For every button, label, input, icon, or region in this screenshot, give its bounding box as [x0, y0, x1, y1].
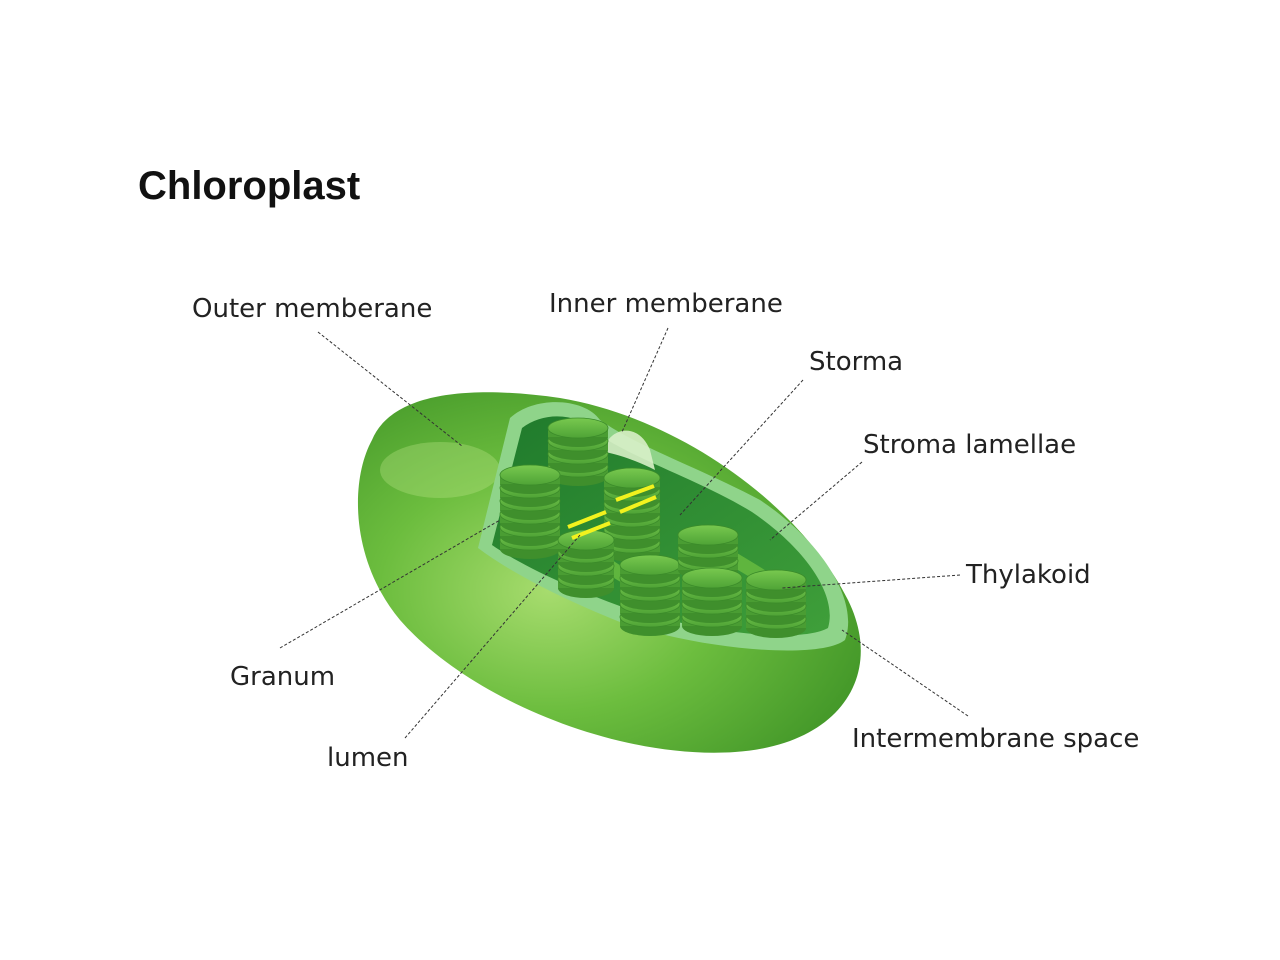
lumen-marker-2 — [571, 521, 611, 540]
lumen-marker-3 — [615, 484, 655, 502]
thylakoid-disk — [603, 467, 661, 489]
granum-stack — [677, 524, 739, 580]
label-intermembrane-space: Intermembrane space — [852, 724, 1139, 754]
leader-stroma — [679, 379, 804, 516]
inner-membrane-bubble — [605, 430, 655, 470]
granum-stack — [619, 554, 681, 636]
thylakoid-disk — [745, 569, 807, 591]
granum-stack — [547, 417, 609, 486]
granum-stack — [499, 464, 561, 559]
leader-intermembrane-space — [841, 629, 969, 717]
leader-stroma-lamellae — [769, 461, 863, 541]
label-granum: Granum — [230, 662, 335, 692]
label-inner-membrane: Inner memberane — [549, 289, 783, 319]
leader-lines — [279, 327, 969, 739]
thylakoid-disk — [499, 464, 561, 486]
diagram-title: Chloroplast — [138, 164, 360, 208]
granum-stack — [681, 567, 743, 636]
body-highlight — [380, 442, 500, 498]
label-stroma: Storma — [809, 347, 903, 377]
lumen-marker-1 — [567, 510, 607, 529]
lumen-markers — [567, 484, 657, 540]
thylakoid-disk — [619, 554, 681, 576]
lumen-marker-4 — [619, 495, 657, 514]
grana-stacks — [499, 417, 807, 638]
label-thylakoid: Thylakoid — [965, 560, 1091, 590]
granum-stack — [557, 529, 615, 598]
label-stroma-lamellae: Stroma lamellae — [863, 430, 1076, 460]
granum-stack — [745, 569, 807, 638]
label-outer-membrane: Outer memberane — [192, 294, 432, 324]
leader-inner-membrane — [621, 327, 669, 433]
leader-outer-membrane — [317, 331, 463, 447]
labels: Outer memberane Inner memberane Storma S… — [192, 289, 1139, 773]
thylakoid-disk — [547, 417, 609, 439]
leader-granum — [279, 519, 501, 649]
label-lumen: lumen — [327, 743, 409, 773]
thylakoid-disk — [677, 524, 739, 546]
thylakoid-disk — [681, 567, 743, 589]
